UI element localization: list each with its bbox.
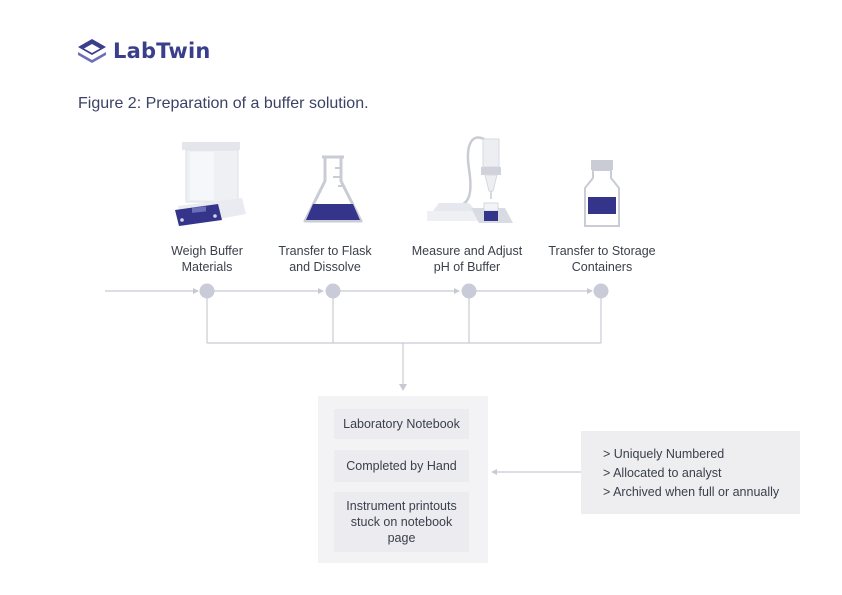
arrowhead	[318, 288, 324, 294]
ph-meter-icon	[427, 136, 513, 223]
notebook-item-instrument-printouts: Instrument printouts stuck on notebook p…	[334, 492, 469, 552]
storage-bottle-icon	[584, 160, 620, 227]
property-item: > Uniquely Numbered	[603, 447, 725, 461]
arrowhead	[587, 288, 593, 294]
step-label-line: Weigh Buffer	[171, 244, 243, 258]
stacked-layers-icon	[78, 39, 106, 63]
property-item: > Allocated to analyst	[603, 466, 722, 480]
erlenmeyer-flask-icon	[303, 155, 363, 223]
step-label-transfer-flask: Transfer to Flask and Dissolve	[260, 243, 390, 275]
step-node-4	[593, 283, 609, 299]
step-label-line: Containers	[571, 260, 633, 274]
step-label-weigh: Weigh Buffer Materials	[142, 243, 272, 275]
arrowhead	[491, 469, 497, 475]
notebook-item-completed-by-hand: Completed by Hand	[334, 450, 469, 482]
notebook-panel: Laboratory Notebook Completed by Hand In…	[318, 396, 488, 563]
logo: LabTwin	[77, 37, 211, 65]
step-label-line: Measure and Adjust	[411, 244, 523, 258]
arrowhead	[454, 288, 460, 294]
step-node-3	[461, 283, 477, 299]
property-item: > Archived when full or annually	[603, 485, 780, 499]
notebook-item-lab-notebook: Laboratory Notebook	[334, 409, 469, 439]
step-label-line: Transfer to Flask	[278, 244, 372, 258]
step-label-line: Transfer to Storage	[548, 244, 656, 258]
arrowhead	[193, 288, 199, 294]
step-label-transfer-storage: Transfer to Storage Containers	[537, 243, 667, 275]
notebook-properties-panel: > Uniquely Numbered > Allocated to analy…	[581, 431, 800, 514]
notebook-item-line: Instrument printouts	[346, 499, 457, 513]
notebook-item-line: page	[387, 531, 416, 545]
figure-title: Figure 2: Preparation of a buffer soluti…	[78, 95, 369, 112]
step-node-2	[325, 283, 341, 299]
notebook-item-line: stuck on notebook	[350, 515, 453, 529]
step-node-1	[199, 283, 215, 299]
step-label-line: pH of Buffer	[433, 260, 501, 274]
step-label-line: and Dissolve	[289, 260, 361, 274]
brand-name: LabTwin	[113, 39, 211, 63]
analytical-balance-icon	[175, 142, 246, 226]
step-label-line: Materials	[181, 260, 233, 274]
step-label-measure-ph: Measure and Adjust pH of Buffer	[402, 243, 532, 275]
arrowhead	[399, 384, 407, 391]
